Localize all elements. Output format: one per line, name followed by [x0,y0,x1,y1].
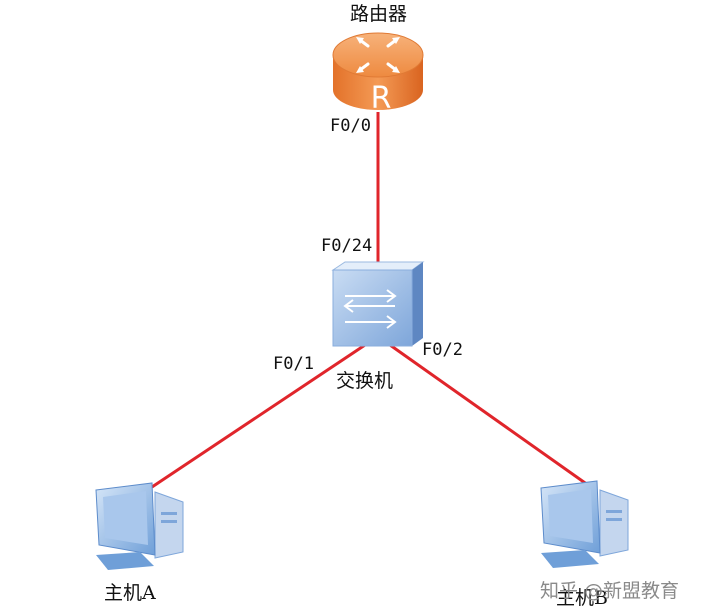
switch-label: 交换机 [336,370,394,392]
router-label: 路由器 [350,3,408,25]
host-a-icon [95,482,184,570]
host-b-label: 主机B [556,587,608,609]
port-switch-f0-1: F0/1 [273,354,314,374]
host-b-icon [540,480,629,568]
router-letter: R [371,81,392,116]
router-icon: R [332,32,424,116]
port-switch-f0-2: F0/2 [422,340,463,360]
port-switch-f0-24: F0/24 [321,236,373,256]
port-router-f0-0: F0/0 [330,116,371,136]
link-switch-host-a [151,343,366,489]
host-a-label: 主机A [104,582,156,604]
watermark: 知乎 @新盟教育 [540,580,680,602]
switch-icon [331,261,425,347]
link-switch-host-b [389,343,589,487]
